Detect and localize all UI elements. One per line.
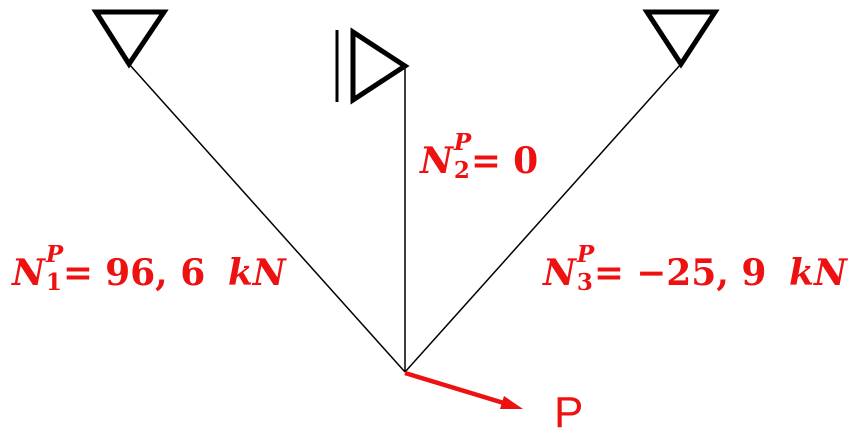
n2-value: 0: [513, 140, 539, 182]
n2-symbol: N P 2: [420, 129, 472, 184]
bar-1: [128, 63, 406, 373]
load-arrow-icon: [404, 370, 523, 409]
support-left-triangle-icon: [91, 9, 169, 69]
n1-symbol: N P 1: [12, 241, 64, 296]
load-p-label: P: [554, 388, 584, 437]
n1-value: 96, 6 kN: [105, 252, 286, 294]
n2-label: N P 2 = 0: [420, 129, 539, 184]
bar-3: [404, 63, 682, 373]
support-right-triangle-icon: [642, 9, 720, 69]
n3-value: −25, 9 kN: [636, 252, 847, 294]
n3-label: N P 3 = −25, 9 kN: [543, 241, 847, 296]
support-middle-horizontal-icon: [335, 27, 410, 105]
n1-label: N P 1 = 96, 6 kN: [12, 241, 286, 296]
n3-symbol: N P 3: [543, 241, 595, 296]
